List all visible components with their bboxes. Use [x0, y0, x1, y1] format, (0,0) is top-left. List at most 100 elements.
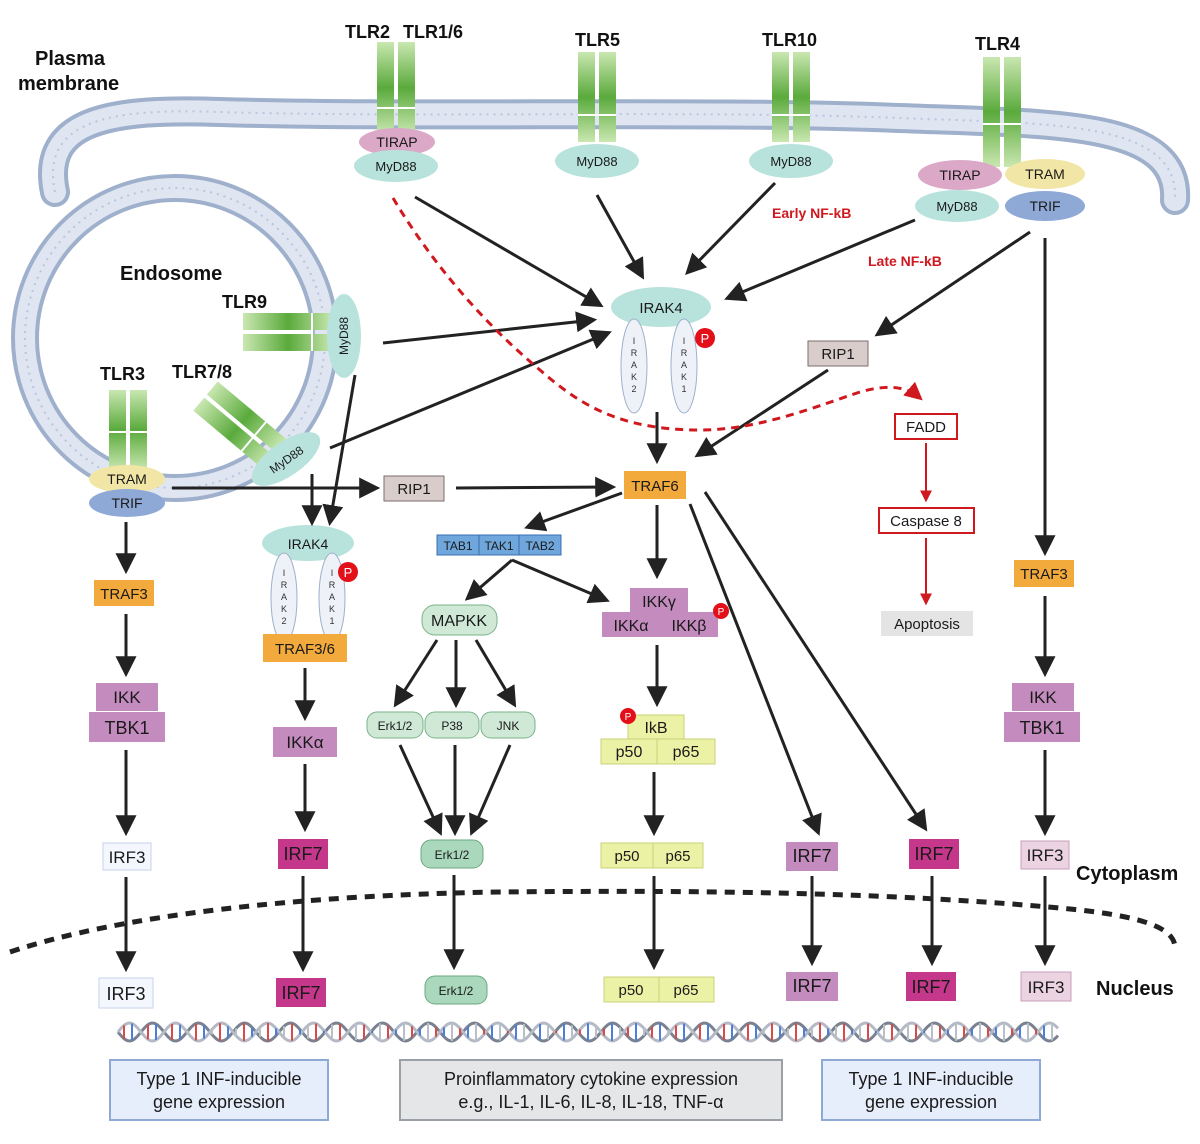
- traf36-label: TRAF3/6: [275, 641, 335, 658]
- irak4-complex-left: IRAK4 I R A K 2 I R A K 1 P: [262, 525, 358, 644]
- tram-tlr4-label: TRAM: [1025, 166, 1065, 182]
- tlr16-label: TLR1/6: [403, 22, 463, 42]
- ikka-left-label: IKKα: [286, 733, 323, 752]
- irak2-l-4: K: [281, 604, 287, 614]
- irak1-c-3: A: [681, 360, 687, 370]
- p38-box: [424, 711, 480, 739]
- trif-tlr4: TRIF: [1005, 191, 1085, 221]
- ikk-right-label: IKK: [1029, 688, 1057, 707]
- tlr9-label: TLR9: [222, 292, 267, 312]
- tram-tlr4: TRAM: [1005, 159, 1085, 189]
- rip1-left-label: RIP1: [397, 481, 430, 498]
- tlr10-receptor: [772, 52, 810, 142]
- arrow-tlr4-irak4: [724, 218, 916, 302]
- traf36-box: [263, 634, 347, 662]
- irf7-c-cyto-label: IRF7: [914, 844, 953, 864]
- ikkb-label: IKKβ: [672, 618, 707, 635]
- myd88-tlr4-label: MyD88: [936, 199, 977, 214]
- irak1-l-3: A: [329, 592, 335, 602]
- traf3-right-box: [1014, 560, 1074, 587]
- type1-inf-left-line1: Type 1 INF-inducible: [136, 1069, 301, 1089]
- tirap-tlr4: TIRAP: [918, 160, 1002, 190]
- tlr2-receptor: [377, 42, 415, 134]
- tab-tak-complex: TAB1 TAK1 TAB2: [436, 534, 562, 556]
- myd88-tlr2-label: MyD88: [375, 159, 416, 174]
- phospho-ikkb: P: [718, 607, 725, 618]
- arrow-traf6-irf7c: [703, 491, 928, 832]
- arrow-jnk-erkc: [469, 744, 512, 836]
- mapkk-box: [421, 604, 498, 636]
- irak2-c-2: R: [631, 348, 638, 358]
- p50-nucleus-label: p50: [618, 982, 643, 999]
- tlr5-receptor: [578, 52, 616, 142]
- irf7-b-nucleus-box: [786, 972, 838, 1001]
- ikb-label: IkB: [644, 720, 667, 737]
- irf7-c-nucleus-label: IRF7: [911, 977, 950, 997]
- arrow-erk-erkc: [398, 744, 443, 836]
- cytoplasm-label: Cytoplasm: [1076, 863, 1178, 885]
- plasma-membrane-label-1: Plasma: [35, 48, 106, 70]
- tlr9-receptor: [243, 313, 333, 351]
- nfkb-cytoplasm: p50 p65: [600, 842, 704, 869]
- irak4-complex-center: IRAK4 I R A K 2 I R A K 1 P: [611, 287, 715, 414]
- myd88-tlr4: MyD88: [915, 190, 999, 222]
- irf7-a-nucleus-box: [276, 978, 326, 1007]
- irak2-l-1: I: [283, 568, 286, 578]
- fadd-box: [894, 413, 958, 440]
- rip1-right-label: RIP1: [821, 346, 854, 363]
- early-nfkb-label: Early NF-kB: [772, 205, 851, 221]
- rip1-left-box: [383, 475, 445, 502]
- irak1-l-5: 1: [329, 616, 334, 626]
- tbk1-left-box: [89, 712, 165, 742]
- tbk1-right-box: [1004, 712, 1080, 742]
- irak2-l-3: A: [281, 592, 287, 602]
- ikk-complex: IKKγ IKKα IKKβ P: [602, 588, 729, 637]
- myd88-tlr9-label: MyD88: [337, 317, 351, 355]
- irf3-right-cyto-label: IRF3: [1027, 846, 1064, 865]
- caspase8-label: Caspase 8: [890, 513, 962, 530]
- phospho-irak1-center: P: [701, 331, 710, 346]
- tlr4-receptor: [983, 57, 1021, 167]
- myd88-tlr5-label: MyD88: [576, 154, 617, 169]
- jnk-label: JNK: [497, 719, 520, 733]
- traf6-box: [624, 471, 686, 499]
- irak2-c-1: I: [633, 336, 636, 346]
- arrow-mapkk-jnk: [474, 639, 517, 708]
- arrow-tlr9-irak4-left: [322, 374, 357, 527]
- tbk1-right-label: TBK1: [1019, 718, 1064, 738]
- tram-tlr3: TRAM: [89, 465, 165, 493]
- trif-tlr4-label: TRIF: [1029, 198, 1060, 214]
- tlr2-label: TLR2: [345, 22, 390, 42]
- tirap-tlr4-label: TIRAP: [939, 167, 980, 183]
- type1-inf-right-line2: gene expression: [865, 1092, 997, 1112]
- type1-inf-right-line1: Type 1 INF-inducible: [848, 1069, 1013, 1089]
- irak1-l-4: K: [329, 604, 335, 614]
- irf3-left-cyto-box: [102, 842, 152, 871]
- erk12-nucleus-box: [424, 975, 488, 1005]
- irak1-l-1: I: [331, 568, 334, 578]
- nuclear-envelope: [9, 888, 1178, 955]
- p65-cyto-label: p65: [665, 848, 690, 865]
- ikka-nfkb-label: IKKα: [613, 618, 648, 635]
- tlr3-receptor: [109, 390, 147, 470]
- arrow-red-dashed-fadd: [391, 197, 923, 432]
- tirap-tlr2: TIRAP: [359, 128, 435, 156]
- arrow-tlr78-irak4: [329, 329, 612, 450]
- arrow-traf6-irf7b: [688, 503, 822, 836]
- irak1-c-5: 1: [681, 384, 686, 394]
- arrow-trif-rip1: [874, 230, 1031, 337]
- nfkb-nucleus: p50 p65: [603, 976, 715, 1003]
- irf3-left-cyto-label: IRF3: [109, 848, 146, 867]
- arrow-tak-ikk: [511, 558, 610, 604]
- p65-ikb-label: p65: [673, 744, 700, 761]
- jnk-box: [480, 711, 536, 739]
- tlr78-label: TLR7/8: [172, 362, 232, 382]
- irak4-center-label: IRAK4: [639, 300, 682, 317]
- irf3-right-cyto-box: [1020, 840, 1070, 870]
- arrow-tlr5-irak4: [595, 194, 645, 280]
- traf3-right-label: TRAF3: [1020, 566, 1068, 583]
- irf7-a-nucleus-label: IRF7: [281, 983, 320, 1003]
- trif-tlr3-label: TRIF: [111, 495, 142, 511]
- erk12-cyto-label: Erk1/2: [435, 848, 470, 862]
